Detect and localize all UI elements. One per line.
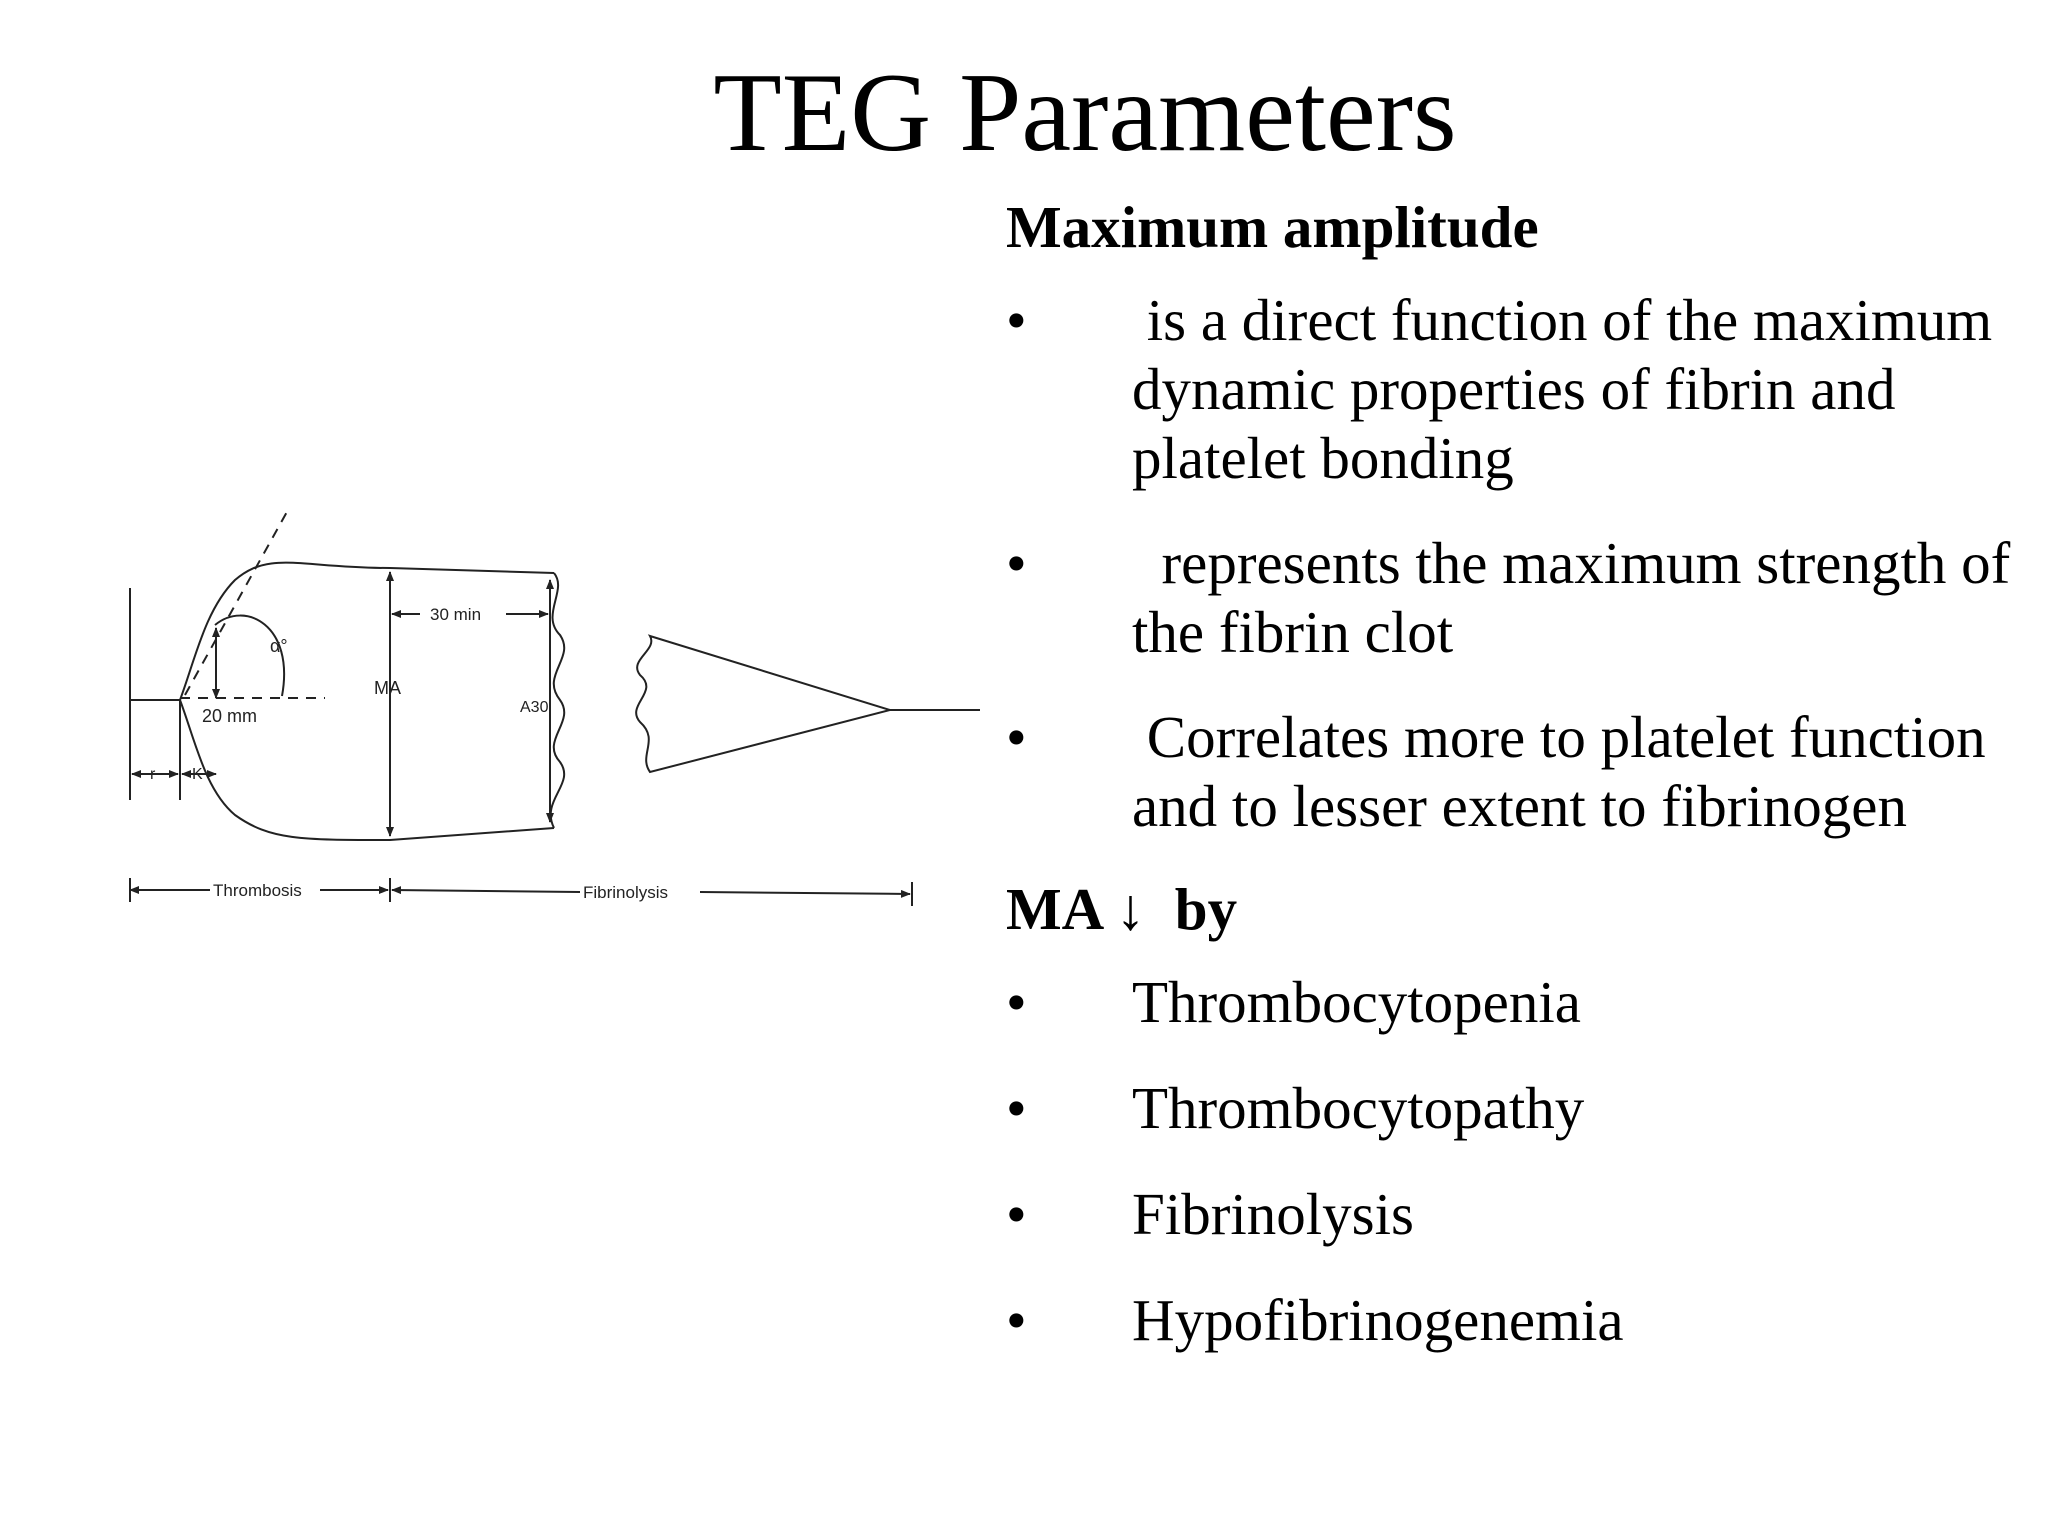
- maximum-amplitude-list: • is a direct function of the maximum dy…: [1006, 286, 2041, 841]
- tracing-lower-curve: [179, 699, 555, 842]
- lysis-wedge: [635, 634, 894, 774]
- fibrinolysis-arrow-right: [699, 889, 911, 898]
- thirty-min-label: 30 min: [430, 605, 481, 624]
- text-panel: Maximum amplitude • is a direct function…: [1006, 195, 2041, 1392]
- bullet-icon: •: [1006, 703, 1027, 770]
- bullet-text: is a direct function of the maximum dyna…: [1132, 286, 2007, 491]
- twenty-mm-label: 20 mm: [202, 706, 257, 726]
- alpha-label: α°: [270, 636, 288, 656]
- slide-title: TEG Parameters: [713, 51, 1457, 175]
- bullet-text: Correlates more to platelet function and…: [1132, 703, 2001, 839]
- bullet-icon: •: [1006, 1074, 1027, 1141]
- bullet-icon: •: [1006, 968, 1027, 1035]
- teg-tracing-diagram: α° 20 mm 30 min MA A30 r K Thrombosis Fi…: [129, 509, 980, 906]
- cause-item: • Hypofibrinogenemia: [1006, 1286, 2041, 1355]
- a30-label: A30: [520, 699, 549, 716]
- ma-decreased-heading: MA ↓ by: [1006, 875, 1238, 942]
- cause-text: Thrombocytopenia: [1132, 968, 1581, 1035]
- bullet-icon: •: [1006, 1180, 1027, 1247]
- bullet-icon: •: [1006, 529, 1027, 596]
- alpha-tangent-line: [184, 509, 289, 696]
- fibrinolysis-label: Fibrinolysis: [583, 883, 668, 902]
- cause-item: • Thrombocytopenia: [1006, 968, 2041, 1037]
- cause-text: Thrombocytopathy: [1132, 1074, 1585, 1141]
- k-label: K: [192, 766, 203, 783]
- bullet-item: • Correlates more to platelet function a…: [1006, 703, 2041, 841]
- tracing-wavy-edge: [549, 572, 566, 829]
- cause-text: Fibrinolysis: [1132, 1180, 1414, 1247]
- bullet-item: • represents the maximum strength of the…: [1006, 529, 2041, 667]
- bullet-text: represents the maximum strength of the f…: [1132, 529, 2025, 665]
- ma-label: MA: [374, 678, 401, 698]
- cause-item: • Thrombocytopathy: [1006, 1074, 2041, 1143]
- bullet-item: • is a direct function of the maximum dy…: [1006, 286, 2041, 493]
- thrombosis-label: Thrombosis: [213, 881, 302, 900]
- r-label: r: [150, 766, 156, 783]
- fibrinolysis-arrow-left: [391, 886, 581, 895]
- tracing-upper-curve: [179, 561, 555, 701]
- ma-decreased-causes-list: • Thrombocytopenia • Thrombocytopathy • …: [1006, 968, 2041, 1355]
- cause-text: Hypofibrinogenemia: [1132, 1286, 1624, 1353]
- cause-item: • Fibrinolysis: [1006, 1180, 2041, 1249]
- bullet-icon: •: [1006, 1286, 1027, 1353]
- bullet-icon: •: [1006, 286, 1027, 353]
- maximum-amplitude-heading: Maximum amplitude: [1006, 194, 1539, 260]
- alpha-angle-arc: [214, 614, 285, 697]
